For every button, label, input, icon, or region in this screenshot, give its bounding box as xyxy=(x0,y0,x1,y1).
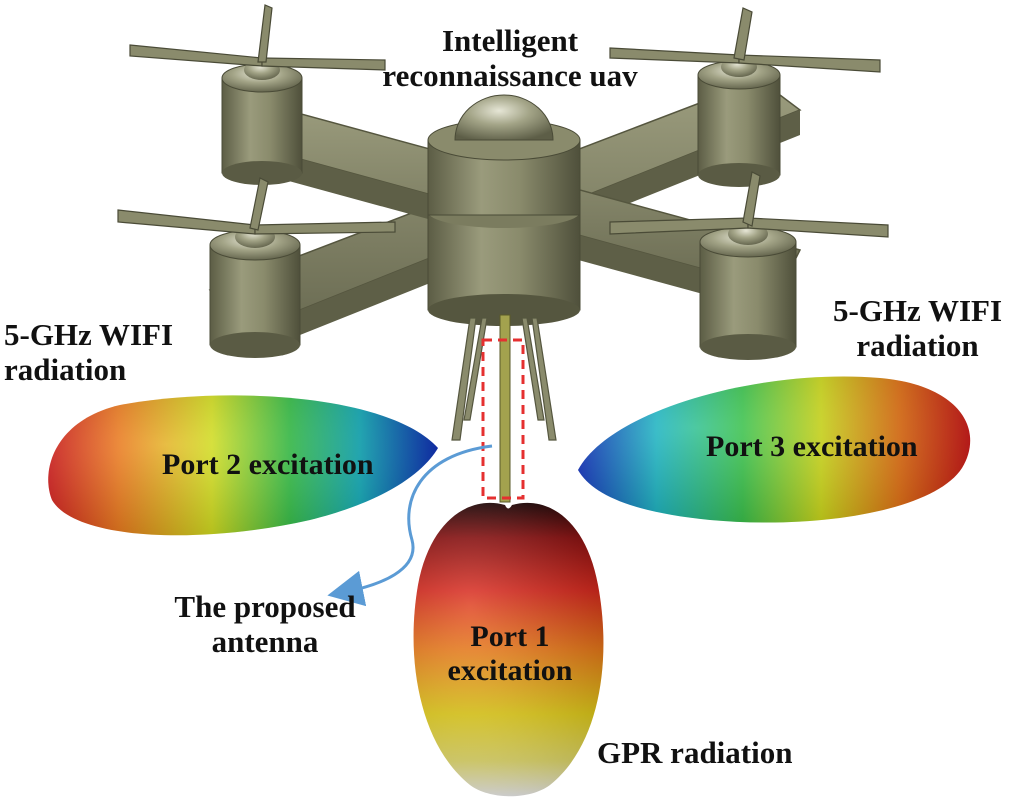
antenna-legs xyxy=(451,317,557,441)
antenna-line1: The proposed xyxy=(174,589,356,624)
motor-pod-bottom-right xyxy=(699,223,797,360)
wifi-left-line1: 5-GHz WIFI xyxy=(4,317,174,352)
port1-label: Port 1 excitation xyxy=(430,620,590,687)
motor-pod-top-left xyxy=(221,60,303,185)
wifi-left-line2: radiation xyxy=(4,351,127,387)
gpr-label: GPR radiation xyxy=(597,735,793,770)
uav-title-line2: reconnaissance uav xyxy=(382,57,638,93)
lobe-port3-wifi-right xyxy=(578,376,971,523)
lobe-port2-wifi-left xyxy=(48,395,439,536)
wifi-right-line1: 5-GHz WIFI xyxy=(832,293,1003,328)
motor-pod-top-right xyxy=(697,57,781,187)
uav-model xyxy=(117,4,889,503)
propeller-top-right xyxy=(609,7,881,73)
propeller-bottom-left xyxy=(117,177,396,235)
port3-label: Port 3 excitation xyxy=(706,430,918,463)
uav-title-line1: Intelligent xyxy=(441,23,579,58)
wifi-right-line2: radiation xyxy=(856,327,979,363)
antenna-rod xyxy=(499,314,511,503)
port1-line1: Port 1 xyxy=(470,620,550,653)
propeller-bottom-right xyxy=(609,171,889,238)
antenna-pointer-arrow xyxy=(327,444,493,607)
central-hub xyxy=(427,94,581,326)
wifi-right-label: 5-GHz WIFI radiation xyxy=(815,293,1020,363)
port1-line2: excitation xyxy=(447,653,573,687)
motor-pod-bottom-left xyxy=(209,226,301,358)
propeller-top-left xyxy=(129,4,386,71)
uav-title: Intelligent reconnaissance uav xyxy=(360,23,660,93)
lobe-port1-gpr-down xyxy=(413,502,604,797)
antenna-highlight-box xyxy=(481,338,525,500)
antenna-label: The proposed antenna xyxy=(150,589,380,659)
antenna-line2: antenna xyxy=(211,623,319,659)
port2-label: Port 2 excitation xyxy=(162,448,374,481)
wifi-left-label: 5-GHz WIFI radiation xyxy=(4,317,174,387)
